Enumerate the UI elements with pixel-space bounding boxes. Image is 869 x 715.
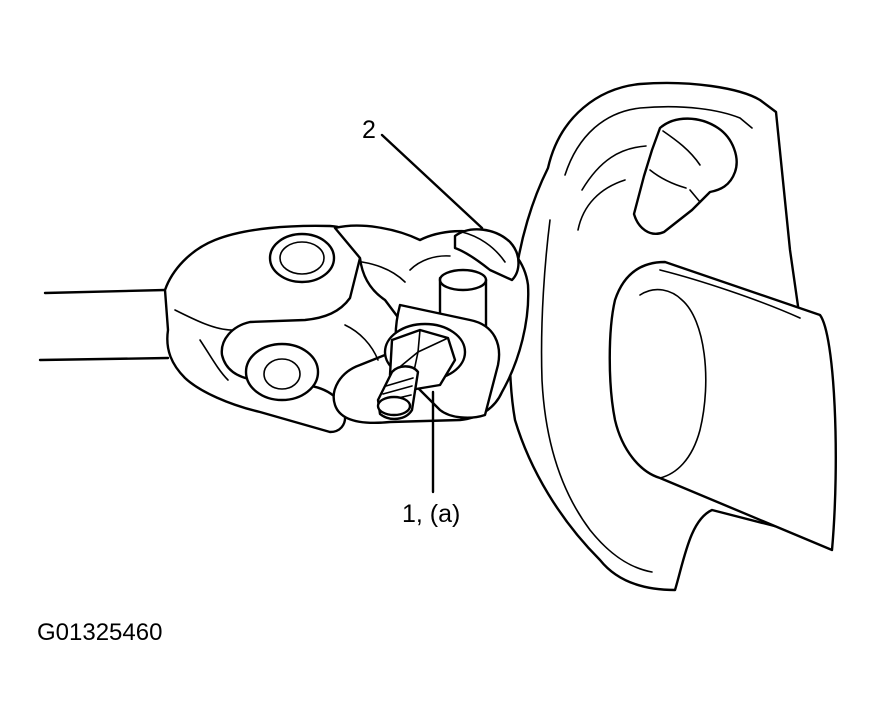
leader-lines (380, 133, 484, 494)
bracket-mounting-bolt (632, 117, 738, 235)
callout-label-1a: 1, (a) (402, 500, 460, 528)
leader-line-item-2 (380, 133, 484, 230)
callout-label-2: 2 (362, 116, 376, 144)
collar-item-2 (453, 228, 520, 282)
universal-joint-yoke (163, 224, 362, 434)
figure-id: G01325460 (37, 619, 162, 646)
bolt-thread-tip (376, 365, 420, 421)
intermediate-shaft (38, 288, 170, 362)
steering-column-tube (608, 260, 837, 552)
